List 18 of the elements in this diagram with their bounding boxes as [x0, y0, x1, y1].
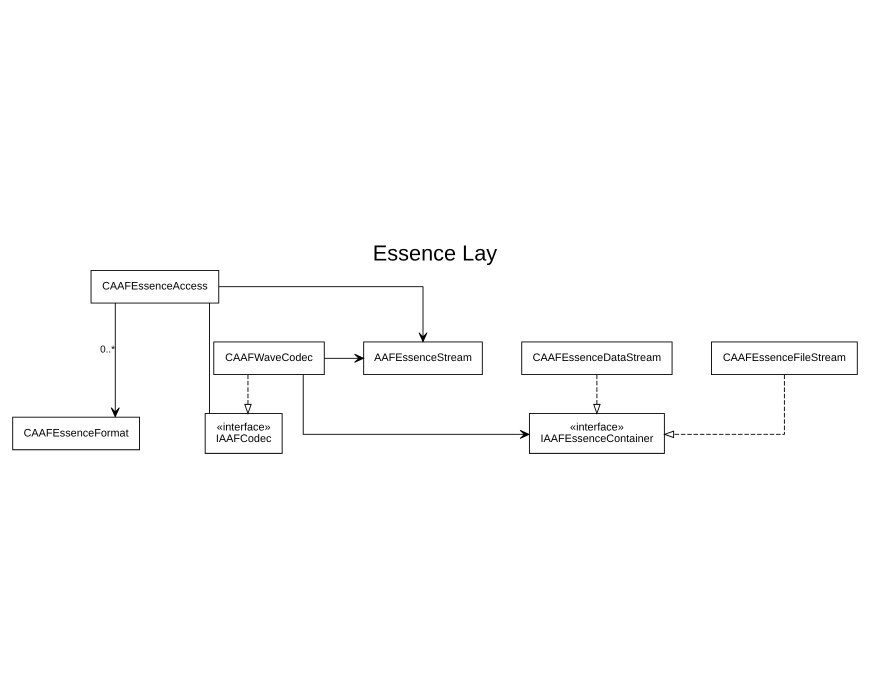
- node-box: CAAFEssenceFormat: [12, 416, 140, 450]
- arrow: [593, 374, 601, 414]
- arrow: [218, 286, 428, 342]
- node-box: CAAFWaveCodec: [213, 341, 325, 375]
- node-box: «interface» IAAFEssenceContainer: [528, 412, 665, 454]
- arrow: [110, 302, 120, 417]
- node-box: CAAFEssenceDataStream: [521, 341, 673, 375]
- diagram-title: Essence Lay: [372, 240, 498, 266]
- arrow: [244, 374, 252, 414]
- connector: [209, 302, 210, 414]
- arrow: [302, 374, 530, 438]
- edge-label: 0..*: [100, 344, 116, 356]
- node-box: CAAFEssenceFileStream: [711, 341, 858, 375]
- arrow: [324, 353, 364, 362]
- node-box: «interface» IAAFCodec: [204, 412, 283, 454]
- node-box: CAAFEssenceAccess: [90, 269, 220, 303]
- node-box: AAFEssenceStream: [363, 341, 483, 375]
- arrow: [663, 374, 785, 438]
